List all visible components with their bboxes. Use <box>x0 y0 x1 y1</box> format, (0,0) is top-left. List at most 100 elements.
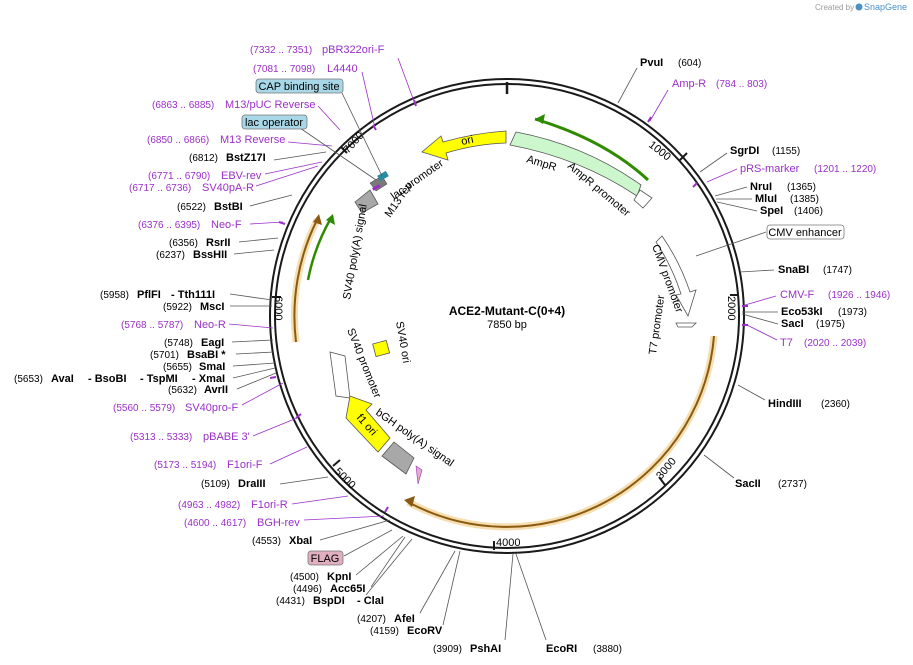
cmv-enhancer-box[interactable] <box>766 224 845 240</box>
flag-box[interactable] <box>307 550 344 566</box>
primer-t7-pos: (2020 .. 2039) <box>804 338 866 349</box>
leader-eagi <box>231 339 274 343</box>
leader-neo-r <box>228 323 274 329</box>
leader-cmv-f <box>744 295 777 306</box>
site-sgrdi-name[interactable]: SgrDI <box>730 145 759 157</box>
leader-cmv-enhancer <box>695 231 767 257</box>
ampr-orf-arrowhead <box>535 114 545 124</box>
primer-sv40pro-f-name[interactable]: SV40pro-F <box>185 402 238 414</box>
primer-ebv-rev-name[interactable]: EBV-rev <box>221 170 262 182</box>
primer-m13-reverse-name[interactable]: M13 Reverse <box>220 134 285 146</box>
f1-ori-feature[interactable] <box>345 395 391 453</box>
primer-prs-marker-name[interactable]: pRS-marker <box>740 163 800 175</box>
site-bsobi-name[interactable]: - BsoBI <box>88 373 127 385</box>
lac-operator-box[interactable] <box>241 114 308 130</box>
site-ecorv-name[interactable]: EcoRV <box>407 625 443 637</box>
primer-mark-amp-r <box>647 116 652 123</box>
site-acc65i-pos: (4496) <box>293 584 322 595</box>
leader-ecorv <box>442 550 461 626</box>
primer-pbabe3-pos: (5313 .. 5333) <box>130 432 192 443</box>
site-hindiii-name[interactable]: HindIII <box>768 398 802 410</box>
primer-neo-r-name[interactable]: Neo-R <box>194 319 226 331</box>
neo-orf-feature[interactable] <box>293 219 318 343</box>
site-eco53ki-name[interactable]: Eco53kI <box>781 306 823 318</box>
primer-sv40pa-r-pos: (6717 .. 6736) <box>129 183 191 194</box>
leader-lac-operator <box>299 127 377 181</box>
site-nrui-name[interactable]: NruI <box>750 181 772 193</box>
leader-bstz17i <box>273 151 327 161</box>
site-pshai-name[interactable]: PshAI <box>470 643 501 655</box>
site-sacii-name[interactable]: SacII <box>735 478 761 490</box>
primer-mark-bgh <box>384 506 389 513</box>
primer-neo-f-name[interactable]: Neo-F <box>211 219 242 231</box>
site-tth111i-name[interactable]: - Tth111I <box>171 289 215 301</box>
site-bstbi-name[interactable]: BstBI <box>214 201 243 213</box>
site-pflfi-name[interactable]: PflFI <box>137 289 161 301</box>
site-acc65i-name[interactable]: Acc65I <box>330 583 365 595</box>
primer-l4440-name[interactable]: L4440 <box>327 63 358 75</box>
site-bstz17i-name[interactable]: BstZ17I <box>226 152 266 164</box>
primer-sv40pa-r-name[interactable]: SV40pA-R <box>202 182 254 194</box>
primer-t7-name[interactable]: T7 <box>780 337 793 349</box>
primer-pbabe3-name[interactable]: pBABE 3' <box>203 431 250 443</box>
site-snabi-name[interactable]: SnaBI <box>778 264 809 276</box>
site-spei-name[interactable]: SpeI <box>760 205 783 217</box>
flag-block[interactable] <box>415 465 423 485</box>
site-bspdi-name[interactable]: BspDI <box>313 595 345 607</box>
primer-cmv-f-name[interactable]: CMV-F <box>780 289 815 301</box>
site-eagi-name[interactable]: EagI <box>201 337 224 349</box>
primer-f1ori-r-name[interactable]: F1ori-R <box>251 499 288 511</box>
leader-saci <box>741 313 779 325</box>
site-draiii-name[interactable]: DraIII <box>238 478 266 490</box>
site-rsrii-name[interactable]: RsrII <box>206 237 230 249</box>
site-rsrii-pos: (6356) <box>169 238 198 249</box>
site-avrii-name[interactable]: AvrII <box>204 384 228 396</box>
site-ecori-name[interactable]: EcoRI <box>546 643 577 655</box>
site-xbai-name[interactable]: XbaI <box>289 535 312 547</box>
primer-amp-r-name[interactable]: Amp-R <box>672 78 706 90</box>
leader-spei <box>716 201 758 212</box>
leader-amp-r <box>649 89 669 122</box>
cap-site-block[interactable] <box>377 170 389 182</box>
sv40-promoter-feature[interactable] <box>329 351 351 399</box>
site-xmai-name[interactable]: - XmaI <box>192 373 225 385</box>
leader-bsshii <box>233 249 275 255</box>
leader-sacii <box>703 454 735 479</box>
site-saci-pos: (1975) <box>816 319 845 330</box>
site-tspmi-name[interactable]: - TspMI <box>140 373 178 385</box>
site-pvui-name[interactable]: PvuI <box>640 57 663 69</box>
leader-pshai <box>504 553 514 641</box>
primer-f1ori-f-name[interactable]: F1ori-F <box>227 459 263 471</box>
bgh-polya-feature[interactable] <box>381 441 415 475</box>
ori-feature[interactable] <box>421 130 507 161</box>
ace2-orf-feature[interactable] <box>407 335 715 528</box>
site-afei-name[interactable]: AfeI <box>394 613 415 625</box>
leader-pbr322ori-f <box>397 57 416 105</box>
primer-pbr322ori-f-name[interactable]: pBR322ori-F <box>322 44 385 56</box>
site-msci-name[interactable]: MscI <box>200 301 224 313</box>
site-kpni-name[interactable]: KpnI <box>327 571 351 583</box>
leader-t7 <box>744 323 778 341</box>
leader-nrui <box>714 186 748 197</box>
orf-arc-halo <box>406 335 718 531</box>
site-smai-name[interactable]: SmaI <box>199 361 225 373</box>
cap-binding-site-box[interactable] <box>255 78 344 94</box>
site-bsabi-name[interactable]: BsaBI * <box>187 349 226 361</box>
leader-bspdi <box>365 538 413 596</box>
site-mlui-name[interactable]: MluI <box>755 193 777 205</box>
plasmid-name: ACE2-Mutant-C(0+4) <box>449 304 565 318</box>
cmv-promoter-feature[interactable] <box>655 235 697 318</box>
site-clai-name[interactable]: - ClaI <box>357 595 384 607</box>
primer-m13-puc-reverse-name[interactable]: M13/pUC Reverse <box>225 99 315 111</box>
site-bsshii-name[interactable]: BssHII <box>193 249 227 261</box>
sv40-polya-feature[interactable] <box>354 189 379 214</box>
primer-bgh-rev-name[interactable]: BGH-rev <box>257 517 300 529</box>
ampr-promoter-feature[interactable] <box>633 189 653 209</box>
leader-pvui <box>617 67 638 104</box>
sv40-ori-feature[interactable] <box>372 339 391 358</box>
leader-ecori <box>515 553 547 641</box>
site-saci-name[interactable]: SacI <box>781 318 804 330</box>
site-avai-name[interactable]: AvaI <box>51 373 74 385</box>
t7-promoter-feature[interactable] <box>675 322 697 328</box>
